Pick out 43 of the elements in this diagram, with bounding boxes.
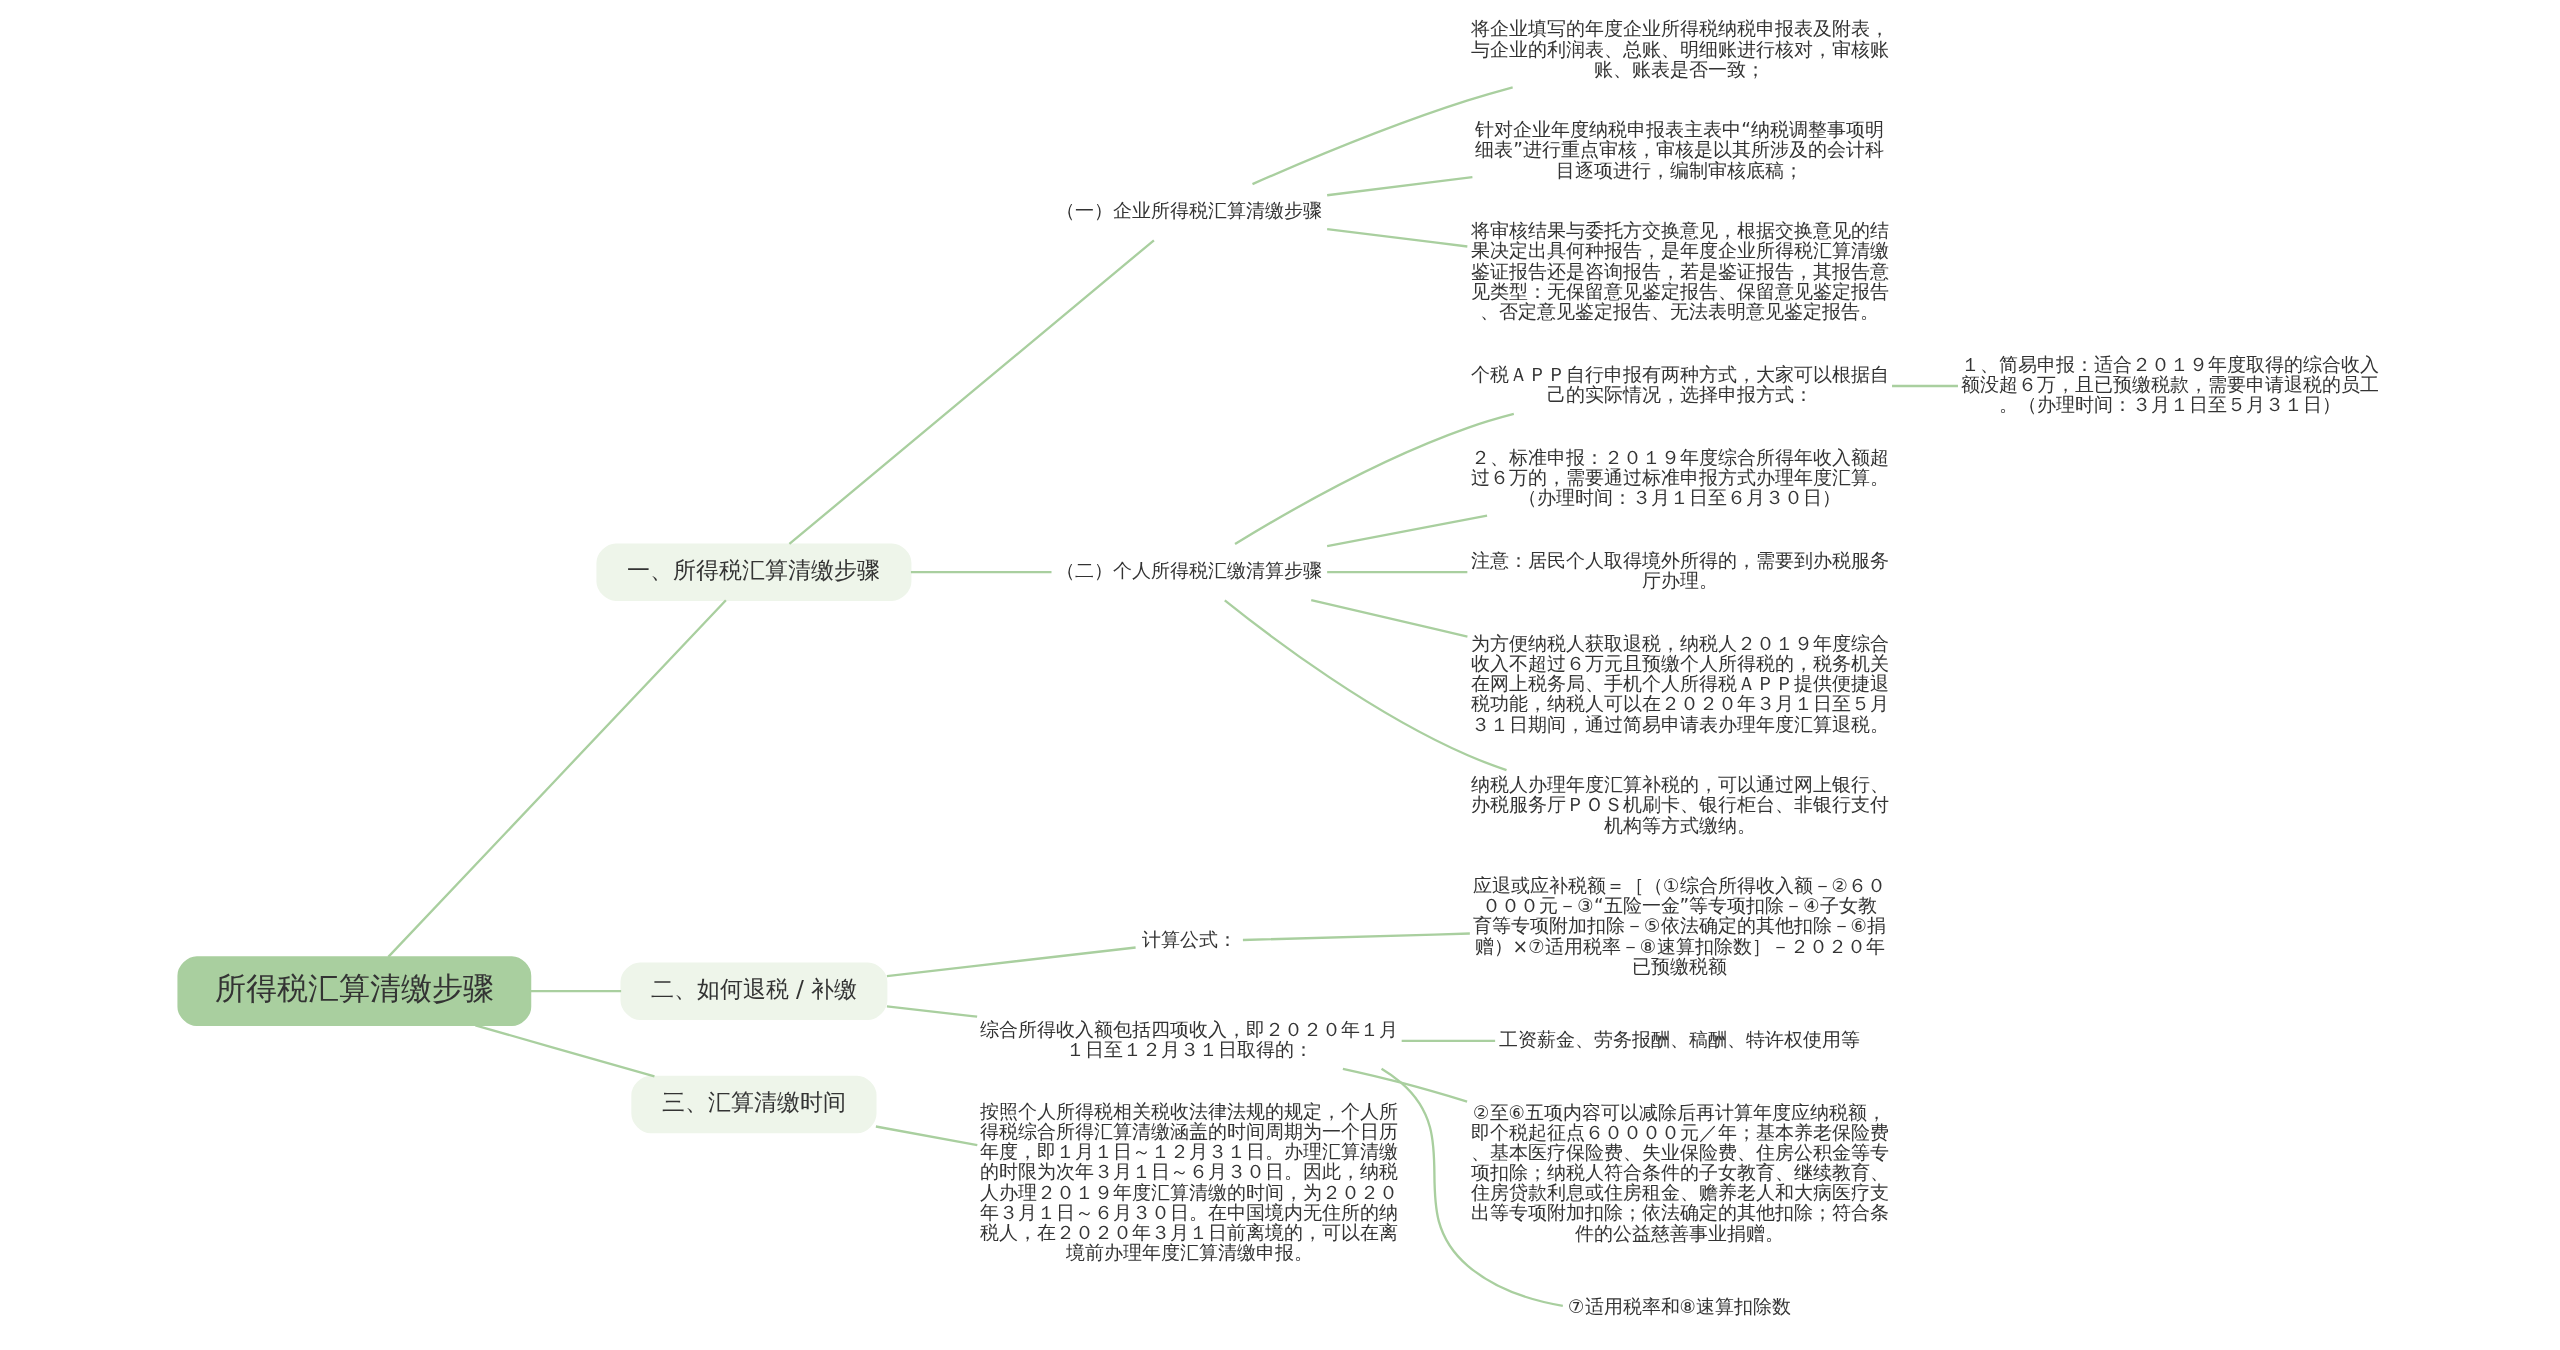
connector [1224,599,1507,772]
node-text: 个税ＡＰＰ自行申报有两种方式，大家可以根据自己的实际情况，选择申报方式： [1470,363,1889,405]
connector [1310,599,1468,638]
node-text: 计算公式： [1141,929,1237,951]
node-box: 三、汇算清缴时间 [631,1075,877,1134]
connector [1327,227,1468,248]
node-text: （二）个人所得税汇缴清算步骤 [1056,560,1323,581]
connector [788,239,1155,545]
node-text: 应退或应补税额＝［（①综合所得收入额－②６００００元－③“五险一金”等专项扣除－④子女教育等专项附加扣除－⑤依法确定的其他扣除－⑥捐赠）×⑦适用税率－⑧速算扣除数］－２０２０年已预缴税额 [1472,875,1887,977]
node-box: 一、所得税汇算清缴步骤 [596,543,912,601]
connector [530,990,622,993]
node-text: 将企业填写的年度企业所得税纳税申报表及附表，与企业的利润表、总账、明细账进行核对，审核账账、账表是否一致； [1470,18,1889,80]
node-text: 综合所得收入额包括四项收入，即２０２０年１月１日至１２月３１日取得的： [980,1018,1399,1060]
connector [1892,384,1958,388]
connector [1380,1067,1564,1307]
connector [387,599,727,958]
node-text: 为方便纳税人获取退税，纳税人２０１９年度综合收入不超过６万元且预缴个人所得税的，税务机关在网上税务局、手机个人所得税ＡＰＰ提供便捷退税功能，纳税人可以在２０２０年３月１日至５月３１日期间，通过简易申请表办理年度汇算退税。 [1470,632,1889,735]
node-text: 将审核结果与委托方交换意见，根据交换意见的结果决定出具何种报告，是年度企业所得税汇算清缴鉴证报告还是咨询报告，若是鉴证报告，其报告意见类型：无保留意见鉴定报告、保留意见鉴定报告、否定意见鉴定报告、无法表明意见鉴定报告。 [1470,220,1889,322]
node-text: 工资薪金、劳务报酬、稿酬、特许权使用等 [1499,1028,1861,1050]
node-text: 按照个人所得税相关税收法律法规的规定，个人所得税综合所得汇算清缴涵盖的时间周期为一个日历年度，即１月１日～１２月３１日。办理汇算清缴的时限为次年３月１日～６月３０日。因此，纳税人办理２０１９年度汇算清缴的时间，为２０２０年３月１日～６月３０日。在中国境内无住所的纳税人，在２０２０年３月１日前离境的，可以在离境前办理年度汇算清缴申报。 [980,1100,1399,1264]
node-text: ②至⑥五项内容可以减除后再计算年度应纳税额，即个税起征点６００００元／年；基本养老保险费、基本医疗保险费、失业保险费、住房公积金等专项扣除；纳税人符合条件的子女教育、继续教育、住房贷款利息或住房租金、赡养老人和大病医疗支出等专项附加扣除；依法确定的其他扣除；符合条件的公益慈善事业捐赠。 [1470,1101,1889,1244]
node-text: ⑦适用税率和⑧速算扣除数 [1567,1295,1792,1317]
node-text: １、简易申报：适合２０１９年度取得的综合收入额没超６万，且已预缴税款，需要申请退税的员工。（办理时间：３月１日至５月３１日） [1960,353,2379,415]
connector [1326,514,1488,548]
node-text: 针对企业年度纳税申报表主表中“纳税调整事项明细表”进行重点审核，审核是以其所涉及的会计科目逐项进行，编制审核底稿； [1475,119,1884,181]
node-text: ２、标准申报：２０１９年度综合所得年收入额超过６万的，需要通过标准申报方式办理年度汇算。（办理时间：３月１日至６月３０日） [1470,446,1889,509]
connector [875,1125,978,1147]
connector [910,571,1052,574]
connector [1327,176,1473,197]
connector [1252,86,1513,186]
connector [475,1024,655,1078]
connector [886,1005,978,1018]
connector [1401,1039,1496,1042]
node-text: （一）企业所得税汇算清缴步骤 [1056,199,1323,221]
connector [1327,571,1468,574]
connector [1234,412,1515,546]
connector [1342,1067,1468,1103]
node-box: 所得税汇算清缴步骤 [177,956,532,1027]
node-box: 二、如何退税 / 补缴 [620,962,888,1020]
connector [1242,932,1470,942]
node-text: 纳税人办理年度汇算补税的，可以通过网上银行、办税服务厅ＰＯＳ机刷卡、银行柜台、非银行支付机构等方式缴纳。 [1470,774,1889,836]
node-text: 注意：居民个人取得境外所得的，需要到办税服务厅办理。 [1470,549,1889,592]
connector [886,946,1136,978]
